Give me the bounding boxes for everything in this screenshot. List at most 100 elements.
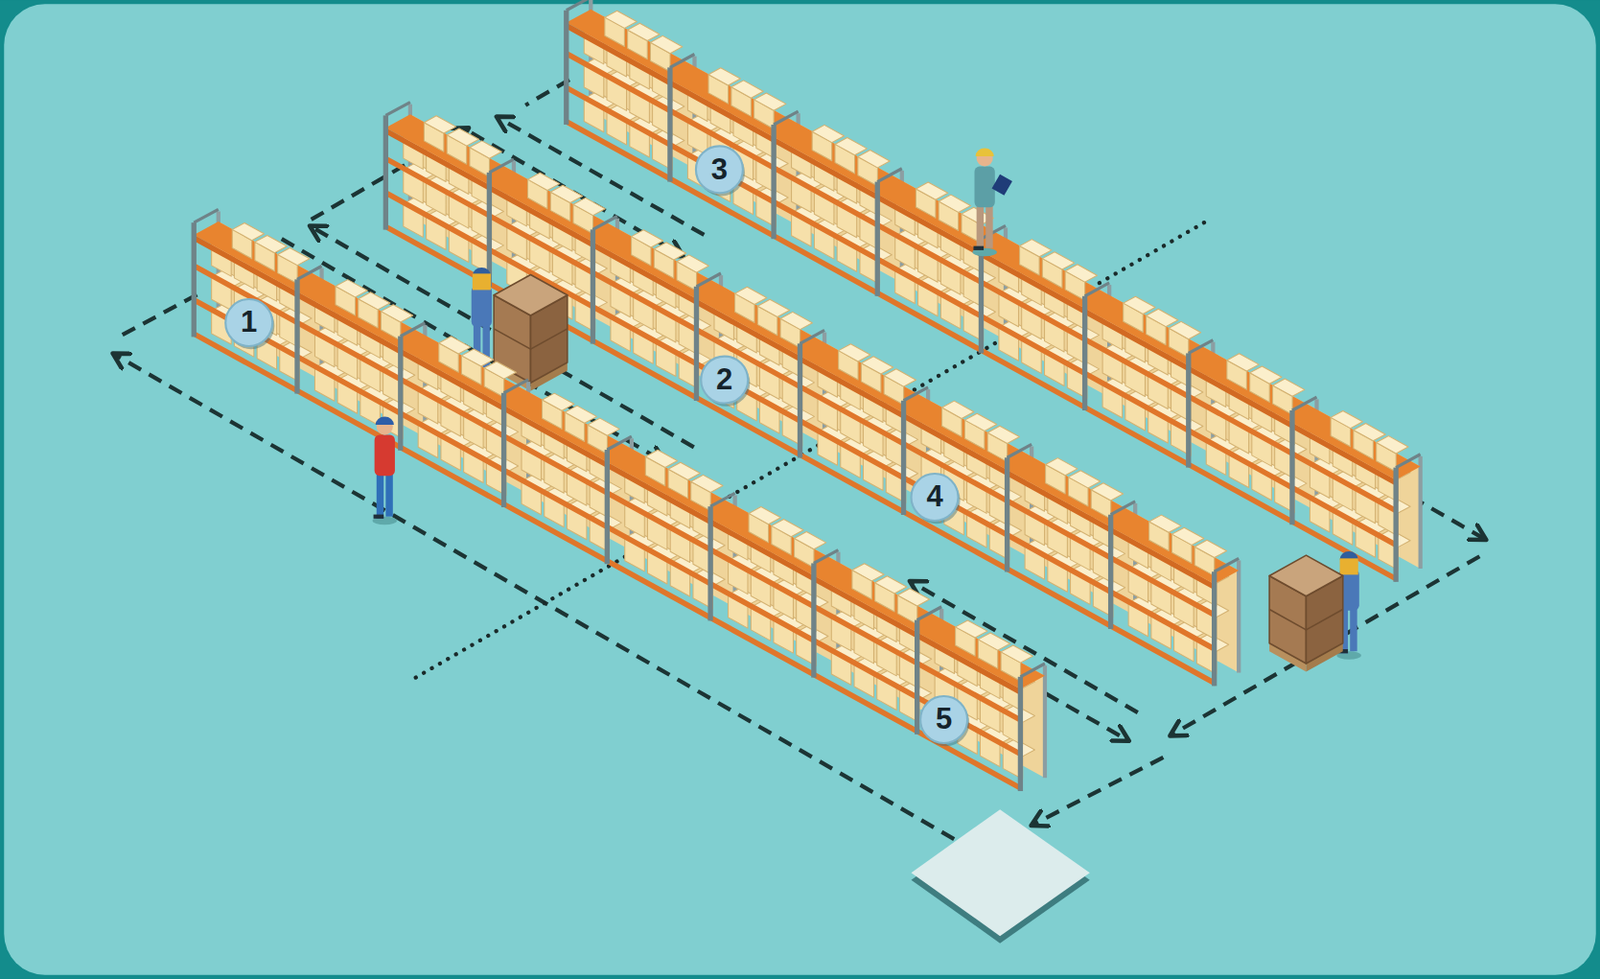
rack-post-cap — [504, 379, 530, 394]
crate-top — [493, 274, 568, 316]
top-box-lid — [550, 185, 582, 203]
rack-post-cap — [1214, 557, 1240, 572]
top-box-lid — [897, 588, 929, 606]
person-shoe — [373, 514, 385, 519]
rack-back-post — [1418, 456, 1423, 569]
rack-post-cap — [813, 550, 839, 564]
top-box-lid — [461, 348, 493, 367]
rack-front-post — [1108, 514, 1114, 629]
rack-beam — [566, 50, 1396, 514]
rack-front-post — [770, 124, 776, 239]
rack-front-post — [590, 229, 596, 344]
route-arrow — [1032, 757, 1163, 825]
top-box-lid — [771, 518, 804, 536]
rack-front-post — [707, 506, 713, 621]
top-box-lid — [231, 222, 264, 240]
route-arrow — [122, 293, 201, 336]
route-arrow — [525, 79, 570, 106]
top-box-lid — [676, 255, 709, 273]
rack-post-cap — [877, 168, 903, 183]
rack-post-cap — [670, 54, 696, 69]
callout-number: 3 — [690, 152, 748, 187]
rack-post-cap — [1292, 396, 1318, 411]
rack-post-cap — [1188, 340, 1214, 354]
top-box-lid — [1376, 436, 1409, 454]
top-box-lid — [731, 80, 764, 98]
top-box-lid — [1330, 410, 1363, 428]
top-box-lid — [857, 150, 890, 168]
person-shoe — [973, 246, 984, 251]
rack-post-cap — [710, 492, 736, 507]
rack-post-cap — [297, 266, 323, 280]
rack-front-post — [797, 343, 803, 458]
top-box-lid — [446, 128, 479, 146]
rack-post-cap — [488, 159, 514, 173]
rack-front-post — [1185, 352, 1191, 467]
top-box-lid — [358, 292, 391, 310]
rack-top-slab — [193, 221, 1045, 690]
top-box-lid — [1067, 470, 1100, 488]
person-leg — [376, 472, 384, 519]
dock-square — [911, 809, 1090, 936]
rack-beam — [193, 330, 1021, 791]
rack-front-post — [1082, 296, 1088, 411]
rack-front-post — [563, 10, 569, 125]
rack-top-slab — [566, 9, 1421, 481]
top-box-lid — [754, 92, 787, 111]
top-box-lid — [883, 369, 916, 387]
crate-seam — [493, 328, 531, 349]
person-hat — [975, 147, 995, 157]
rack-post-cap — [193, 208, 219, 223]
rack-back-post — [1236, 559, 1241, 673]
top-box-lid — [1146, 308, 1179, 326]
person-hat — [1340, 551, 1359, 560]
top-box-lid — [627, 23, 660, 41]
top-box-lid — [1168, 321, 1201, 339]
top-box-lid — [1194, 539, 1227, 557]
person-leg — [985, 204, 993, 249]
crate-seam — [1305, 609, 1343, 630]
rack-front-post — [811, 562, 816, 677]
rack-front-post — [1211, 571, 1217, 686]
top-box-lid — [645, 449, 677, 467]
rack-post-cap — [1395, 454, 1421, 468]
rack-front-post — [901, 400, 906, 515]
rack-post-cap — [400, 323, 426, 337]
rack-front-post — [501, 393, 507, 508]
clipboard — [992, 174, 1013, 196]
top-box-lid — [469, 140, 502, 159]
rack-post-cap — [566, 0, 592, 11]
rack-top-beam — [385, 127, 1214, 590]
callout-number: 5 — [915, 701, 974, 737]
top-box-lid — [1065, 264, 1097, 282]
top-box-lid — [955, 620, 988, 638]
rack-front-post — [383, 115, 389, 230]
crate-top — [1269, 555, 1344, 597]
rack-post-cap — [695, 273, 721, 287]
top-box-lid — [255, 234, 287, 253]
top-box-lid — [1020, 239, 1052, 257]
callout-number: 2 — [695, 362, 754, 397]
top-box-lid — [735, 286, 767, 304]
top-box-lid — [1353, 423, 1386, 441]
person-shirt — [1340, 557, 1359, 575]
rack-front-post — [191, 222, 197, 337]
top-box-lid — [1090, 483, 1123, 501]
top-box-lid — [604, 10, 637, 28]
rack-front-post — [914, 620, 920, 735]
top-box-lid — [1045, 458, 1078, 476]
person-shirt — [472, 273, 491, 290]
person-hat — [375, 416, 395, 425]
rack-post-cap — [1007, 443, 1033, 458]
top-box-lid — [852, 563, 884, 581]
top-box-lid — [1000, 645, 1033, 663]
top-box-lid — [668, 462, 700, 480]
person-torso — [374, 435, 395, 477]
top-box-lid — [1042, 252, 1074, 270]
top-box-lid — [780, 311, 812, 329]
rack-front-post — [604, 449, 610, 564]
person-leg — [385, 472, 393, 517]
top-box-lid — [964, 413, 997, 431]
top-box-lid — [1250, 366, 1282, 384]
